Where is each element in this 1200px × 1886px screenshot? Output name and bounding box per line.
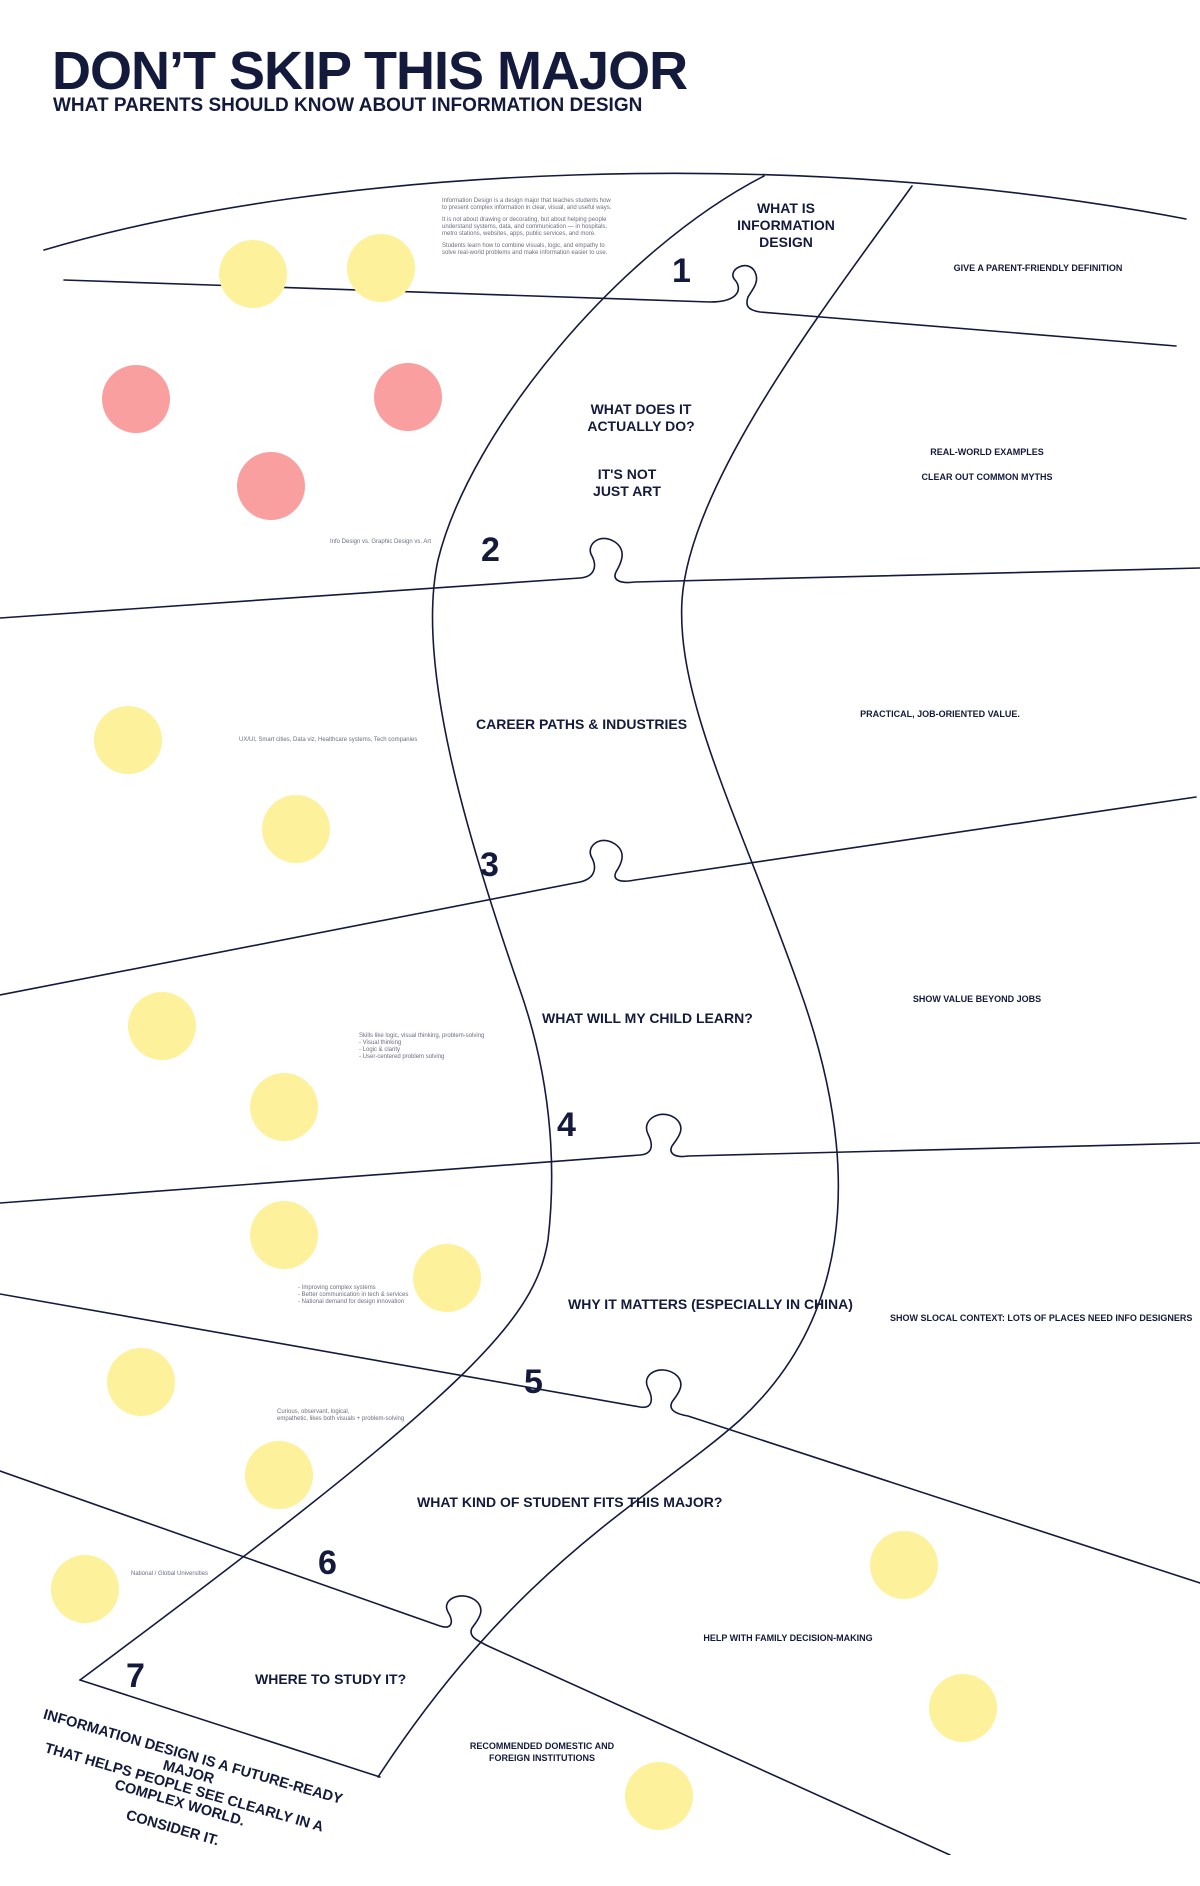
comparison-note: Info Design vs. Graphic Design vs. Art (330, 539, 432, 545)
step-3-number: 3 (480, 846, 499, 884)
step-7-number: 7 (126, 1657, 145, 1695)
step-2-number: 2 (481, 531, 500, 569)
traits-line: Curious, observant, logical, (277, 1409, 350, 1415)
definition-note: Information Design is a design major tha… (442, 198, 614, 262)
step-3-right-note: PRACTICAL, JOB-ORIENTED VALUE. (860, 709, 1020, 719)
yellow-dot (413, 1244, 481, 1312)
step-3-heading: CAREER PATHS & INDUSTRIES (476, 716, 688, 732)
yellow-dot (870, 1531, 938, 1599)
divider-line-1 (63, 264, 1177, 347)
skills-line: - Logic & clarity (359, 1047, 401, 1053)
step-7-heading: WHERE TO STUDY IT? (255, 1671, 407, 1687)
definition-paragraph-2: It is not about drawing or decorating, b… (442, 217, 608, 237)
step-1-heading: WHAT IS INFORMATION DESIGN (737, 200, 835, 250)
step-4-heading: WHAT WILL MY CHILD LEARN? (542, 1010, 753, 1026)
yellow-dot (128, 992, 196, 1060)
step-2-right-note-b: CLEAR OUT COMMON MYTHS (921, 472, 1053, 482)
definition-paragraph-3: Students learn how to combine visuals, l… (442, 243, 608, 256)
yellow-dot (245, 1441, 313, 1509)
step-7-right-note: RECOMMENDED DOMESTIC AND FOREIGN INSTITU… (469, 1741, 615, 1763)
step-2-heading: WHAT DOES IT ACTUALLY DO? (587, 401, 695, 434)
yellow-dot (51, 1555, 119, 1623)
industries-note: UX/UI, Smart cities, Data viz, Healthcar… (239, 737, 418, 743)
page-title: DON’T SKIP THIS MAJOR (52, 41, 688, 101)
step-4-right-note: SHOW VALUE BEYOND JOBS (912, 994, 1042, 1004)
universities-note: National / Global Universities (131, 1571, 209, 1577)
road-edge-left (79, 175, 765, 1681)
china-line: - National demand for design innovation (298, 1299, 405, 1305)
divider-line-7 (79, 1679, 381, 1778)
step-2-subheading: IT'S NOT JUST ART (593, 466, 661, 499)
yellow-dot (347, 234, 415, 302)
pink-dot (237, 452, 305, 520)
step-6-right-note: HELP WITH FAMILY DECISION-MAKING (703, 1633, 873, 1643)
divider-line-6 (0, 1470, 951, 1855)
yellow-dot (929, 1674, 997, 1742)
skills-line: Skills like logic, visual thinking, prob… (359, 1033, 485, 1039)
skills-note: Skills like logic, visual thinking, prob… (359, 1033, 484, 1061)
page-subtitle: WHAT PARENTS SHOULD KNOW ABOUT INFORMATI… (53, 95, 643, 116)
step-6-heading: WHAT KIND OF STUDENT FITS THIS MAJOR? (417, 1494, 723, 1510)
traits-line: empathetic, likes both visuals + problem… (277, 1416, 405, 1422)
divider-line-3 (0, 796, 1197, 996)
china-line: - Improving complex systems (298, 1285, 376, 1291)
step-5-number: 5 (524, 1363, 543, 1401)
skills-line: - User-centered problem solving (359, 1054, 445, 1060)
yellow-dot (250, 1201, 318, 1269)
divider-line-4 (0, 1113, 1200, 1204)
divider-line-2 (0, 537, 1200, 619)
yellow-dot (107, 1348, 175, 1416)
pink-dot (102, 365, 170, 433)
divider-line-5 (0, 1293, 1200, 1584)
skills-line: - Visual thinking (359, 1040, 402, 1046)
step-5-right-note: SHOW SLOCAL CONTEXT: LOTS OF PLACES NEED… (890, 1313, 1193, 1323)
china-line: - Better communication in tech & service… (298, 1292, 409, 1298)
pink-dot (374, 363, 442, 431)
definition-paragraph-1: Information Design is a design major tha… (442, 198, 612, 211)
step-5-heading: WHY IT MATTERS (ESPECIALLY IN CHINA) (568, 1296, 853, 1312)
yellow-dot (625, 1762, 693, 1830)
yellow-dot (262, 795, 330, 863)
traits-note: Curious, observant, logical, empathetic,… (277, 1409, 404, 1423)
yellow-dot (94, 706, 162, 774)
step-1-number: 1 (672, 252, 691, 290)
yellow-dot (219, 240, 287, 308)
step-4-number: 4 (557, 1106, 576, 1144)
china-note: - Improving complex systems - Better com… (298, 1285, 408, 1306)
step-2-right-note: REAL-WORLD EXAMPLES (930, 447, 1044, 457)
top-border-curve (43, 172, 1187, 251)
step-1-right-note: GIVE A PARENT-FRIENDLY DEFINITION (953, 263, 1123, 273)
road-edge-right (377, 185, 913, 1778)
step-6-number: 6 (318, 1544, 337, 1582)
yellow-dot (250, 1073, 318, 1141)
